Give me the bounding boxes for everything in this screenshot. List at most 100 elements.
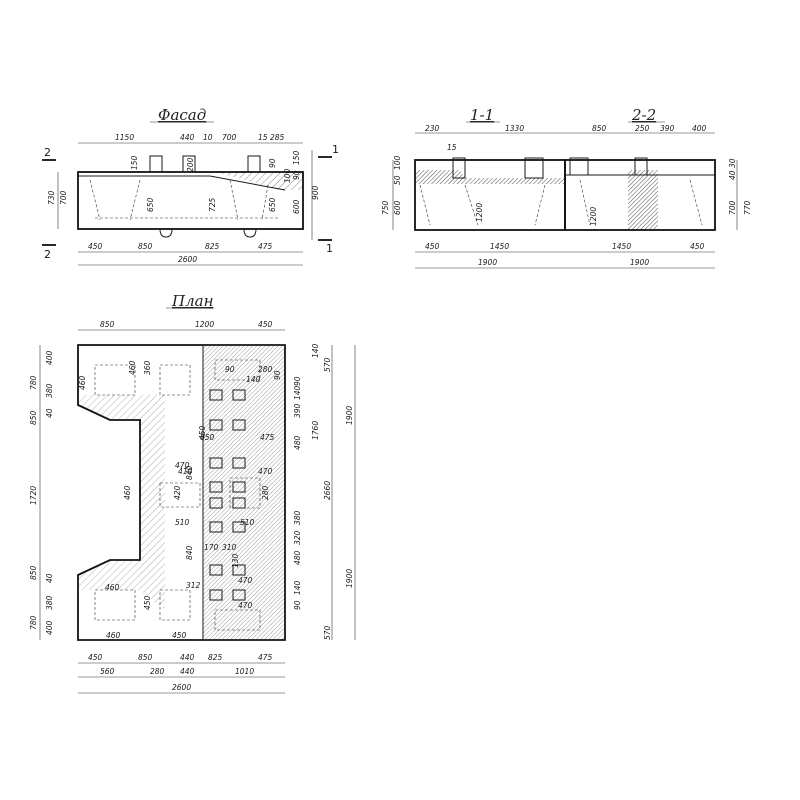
- plan-dim-inner-1: 460: [106, 631, 121, 640]
- plan-dim-top-1: 1200: [195, 320, 214, 329]
- section-2-hatched-rib: [628, 170, 658, 230]
- plan-pocket-4: [159, 589, 191, 621]
- plan-dim-bottom1-2: 440: [180, 653, 195, 662]
- plan-dim-right-0: 140: [311, 343, 320, 358]
- section-1-dim-bottom-0: 450: [425, 242, 440, 251]
- section-2-hidden-1: [579, 179, 591, 226]
- plan-dim-inner-22: 280: [261, 485, 270, 500]
- section-2-dim-inner-0: 1200: [589, 207, 598, 226]
- plan-dim-total: 2600: [172, 683, 191, 692]
- plan-dim-bottom1-4: 475: [258, 653, 273, 662]
- facade-lug-3: [247, 155, 261, 173]
- facade-dim-right-5: 900: [311, 185, 320, 200]
- plan-pocket-8: [214, 609, 261, 631]
- plan-pocket-3: [159, 364, 191, 396]
- section-1-lug-1: [452, 157, 466, 179]
- facade-section-mark-2a: 2: [44, 146, 51, 159]
- facade-dim-bottom-0: 450: [88, 242, 103, 251]
- plan-dim-right-4: 390: [293, 403, 302, 418]
- facade-top-slab: [78, 172, 303, 190]
- section-1-dim-left-1: 600: [393, 200, 402, 215]
- section-2-dim-right-3: 30: [728, 158, 737, 168]
- section-2-title: 2-2: [631, 106, 656, 124]
- facade-hidden-4: [261, 184, 269, 221]
- plan-opening-1: [209, 389, 223, 401]
- section-2-2-view: 2-2 850 250 390 400 1450 450 1900 700 77…: [564, 106, 752, 269]
- plan-dim-right-10: 480: [293, 550, 302, 565]
- facade-hidden-2: [129, 179, 141, 221]
- facade-dim-top-0: 1150: [115, 133, 134, 142]
- plan-dim-bottom2-2: 1010: [235, 667, 254, 676]
- plan-dim-inner-26: 90: [225, 365, 235, 374]
- facade-dim-right-0: 150: [292, 150, 301, 165]
- plan-dim-left-9: 780: [29, 615, 38, 630]
- section-2-lug-2: [634, 157, 648, 176]
- plan-opening-5: [209, 457, 223, 469]
- plan-dim-inner-10: 170: [204, 543, 219, 552]
- section-1-dim-inner-1: 1200: [475, 203, 484, 222]
- facade-dim-bottom-1: 850: [138, 242, 153, 251]
- plan-dim-left-4: 40: [45, 408, 54, 418]
- facade-dim-inner-2: 90: [268, 158, 277, 168]
- plan-right-slab-outline: [202, 344, 286, 641]
- plan-pocket-6: [229, 477, 261, 509]
- plan-opening-14: [232, 564, 246, 576]
- facade-dim-top-3: 700: [222, 133, 237, 142]
- plan-dim-bottom2-3: 440: [180, 667, 195, 676]
- plan-dim-inner-7: 510: [175, 518, 190, 527]
- facade-view: Фасад 1150 440 10 700 15 285 450 850 825…: [42, 106, 339, 266]
- plan-opening-16: [232, 589, 246, 601]
- facade-dim-inner-4: 725: [208, 197, 217, 212]
- facade-loop-2: [243, 228, 257, 238]
- plan-dim-inner-9: 310: [222, 543, 237, 552]
- plan-dim-left-5: 1720: [29, 486, 38, 505]
- plan-dim-inner-20: 840: [185, 545, 194, 560]
- facade-dim-inner-3: 650: [146, 197, 155, 212]
- plan-dim-bottom2-0: 560: [100, 667, 115, 676]
- plan-dim-right-13: 570: [323, 625, 332, 640]
- plan-dim-left-6: 850: [29, 565, 38, 580]
- plan-dim-left-7: 40: [45, 573, 54, 583]
- plan-dim-inner-18: 840: [185, 465, 194, 480]
- plan-dim-right-2: 90: [293, 376, 302, 386]
- facade-section-mark-1a: 1: [332, 143, 339, 156]
- plan-opening-13: [209, 564, 223, 576]
- plan-dim-bottom2-1: 280: [150, 667, 165, 676]
- facade-dim-left-1: 700: [59, 190, 68, 205]
- plan-dim-inner-0: 460: [78, 375, 87, 390]
- plan-dim-inner-16: 460: [128, 360, 137, 375]
- section-1-dim-total: 1900: [478, 258, 497, 267]
- facade-dim-top-5: 285: [270, 133, 285, 142]
- plan-opening-9: [209, 497, 223, 509]
- plan-title: План: [171, 292, 213, 310]
- section-1-lug-2: [524, 157, 544, 179]
- section-1-dim-inner-0: 15: [447, 143, 457, 152]
- section-2-dim-top-3: 400: [692, 124, 707, 133]
- plan-dim-right-9: 320: [293, 530, 302, 545]
- facade-hidden-1: [89, 179, 101, 221]
- section-2-dim-top-1: 250: [635, 124, 650, 133]
- plan-dim-right-6: 480: [293, 435, 302, 450]
- facade-lug-2: [182, 155, 196, 173]
- plan-dim-right-12: 90: [293, 600, 302, 610]
- section-2-dim-right-0: 700: [728, 200, 737, 215]
- plan-dim-left-3: 850: [29, 410, 38, 425]
- plan-dim-right-14: 1900: [345, 569, 354, 588]
- section-1-dim-bottom-1: 1450: [490, 242, 509, 251]
- plan-dim-inner-13: 450: [143, 595, 152, 610]
- plan-opening-7: [209, 481, 223, 493]
- facade-dim-right-4: 600: [292, 199, 301, 214]
- plan-upper-wing: [78, 395, 140, 420]
- facade-dim-left-0: 730: [47, 190, 56, 205]
- plan-lower-wing: [78, 560, 140, 590]
- plan-middle-band: [140, 395, 165, 610]
- plan-pocket-5: [159, 482, 201, 508]
- section-2-dim-total: 1900: [630, 258, 649, 267]
- facade-slope: [209, 175, 286, 191]
- plan-dim-top-2: 450: [258, 320, 273, 329]
- plan-opening-12: [232, 521, 246, 533]
- section-1-title: 1-1: [470, 106, 494, 124]
- section-2-dim-top-0: 850: [592, 124, 607, 133]
- plan-dim-left-2: 380: [45, 383, 54, 398]
- plan-opening-4: [232, 419, 246, 431]
